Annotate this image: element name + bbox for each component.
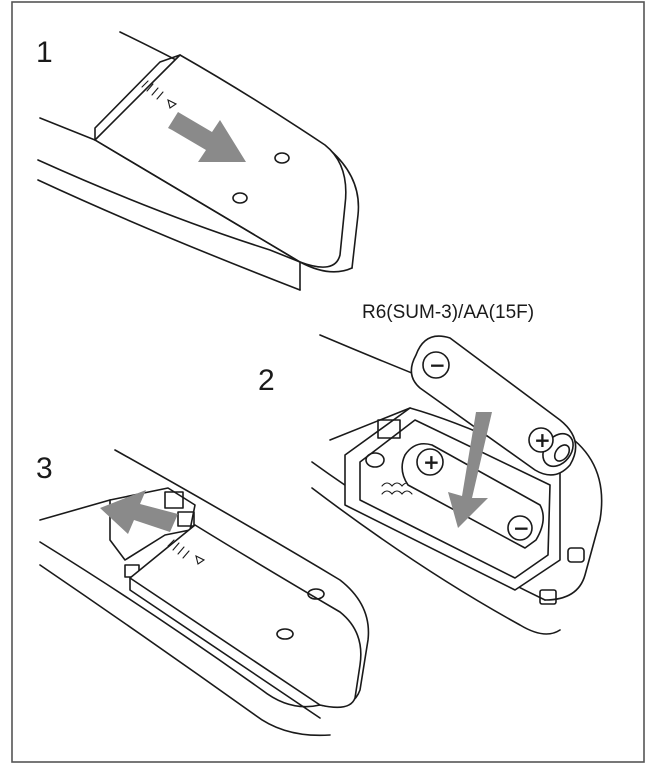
installed-minus: −: [513, 516, 530, 540]
compartment-edge: [109, 487, 196, 561]
remote-body-edge: [37, 159, 301, 263]
step-1-illustration: 1: [36, 31, 360, 291]
slide-right-arrow-icon: [168, 112, 246, 162]
lid-hole: [274, 152, 290, 164]
loose-minus: −: [429, 353, 446, 377]
grip-lines: [167, 539, 206, 565]
battery-type-label: R6(SUM-3)/AA(15F): [362, 302, 534, 323]
battery-cover-lid: [129, 524, 362, 709]
lid-hole: [307, 588, 325, 600]
slide-left-arrow-icon: [100, 490, 178, 534]
step-3-number: 3: [36, 452, 53, 485]
insert-down-arrow-icon: [448, 412, 492, 528]
loose-plus: +: [534, 428, 551, 452]
loose-battery: − +: [410, 335, 577, 476]
lid-hole: [276, 628, 294, 640]
installed-plus: +: [423, 450, 440, 474]
grip-lines: [141, 80, 178, 109]
step-2-illustration: 2 R6(SUM-3)/AA(15F) + − − +: [258, 302, 603, 635]
step-3-illustration: 3: [36, 449, 370, 737]
compartment-tab: [377, 419, 401, 439]
step-2-number: 2: [258, 364, 275, 397]
lid-hole: [232, 192, 248, 204]
step-1-number: 1: [36, 36, 53, 69]
